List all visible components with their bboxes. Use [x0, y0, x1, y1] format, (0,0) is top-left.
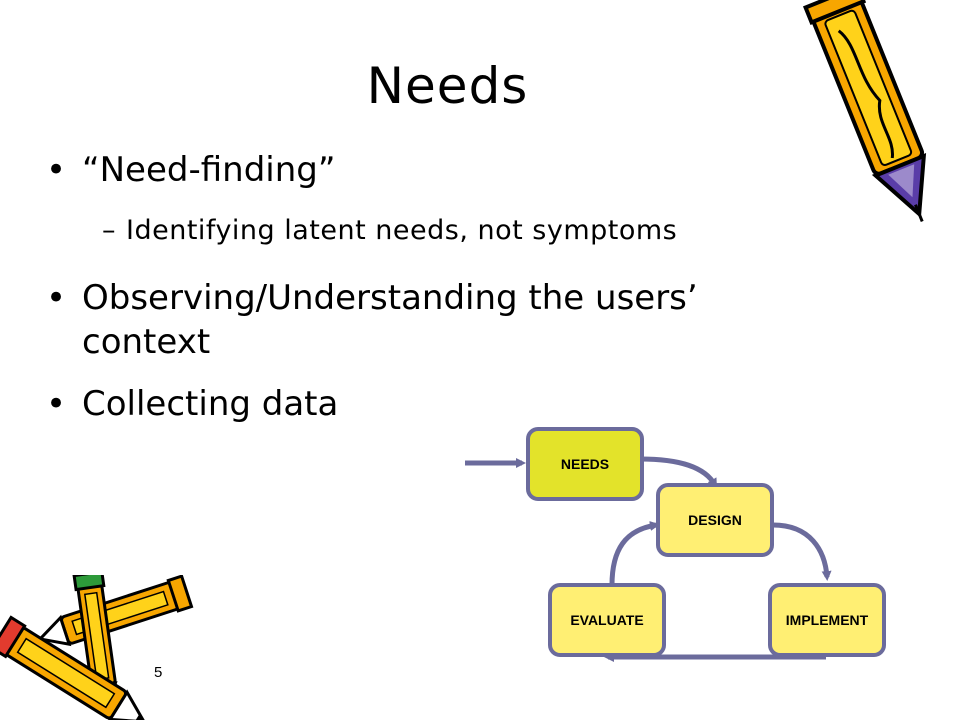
bullet-dot: • [46, 150, 67, 190]
stage-implement-label: IMPLEMENT [786, 612, 869, 628]
bullet-collecting-data: • Collecting data [36, 382, 338, 426]
bullet-dot: • [46, 278, 67, 318]
sub-bullet-dash: – [102, 215, 116, 246]
bullet-dot: • [46, 384, 67, 424]
sub-bullet-latent-needs: – Identifying latent needs, not symptoms [102, 214, 677, 248]
bullet-observing: • Observing/Understanding the users’ con… [36, 276, 836, 364]
slide-number: 5 [154, 664, 163, 681]
arrow-evaluate-to-design [609, 521, 660, 586]
pencils-icon [0, 575, 194, 720]
stage-design: DESIGN [656, 483, 774, 557]
bullet-need-finding: • “Need-finding” [36, 148, 335, 192]
stage-implement: IMPLEMENT [768, 583, 886, 657]
stage-needs: NEEDS [526, 427, 644, 501]
slide-title: Needs [366, 57, 529, 115]
arrow-needs-to-design [639, 456, 718, 489]
arrow-design-to-implement [772, 522, 832, 581]
stage-design-label: DESIGN [688, 512, 742, 528]
process-cycle-diagram: NEEDS DESIGN IMPLEMENT EVALUATE [465, 427, 886, 662]
bullet-text: Collecting data [82, 384, 339, 424]
stage-evaluate-label: EVALUATE [570, 612, 643, 628]
sub-bullet-text: Identifying latent needs, not symptoms [126, 215, 678, 246]
pencil-icon [802, 0, 927, 222]
bullet-text: Observing/Understanding the users’ conte… [82, 278, 698, 362]
stage-evaluate: EVALUATE [548, 583, 666, 657]
stage-needs-label: NEEDS [561, 456, 609, 472]
bullet-text: “Need-finding” [82, 150, 336, 190]
